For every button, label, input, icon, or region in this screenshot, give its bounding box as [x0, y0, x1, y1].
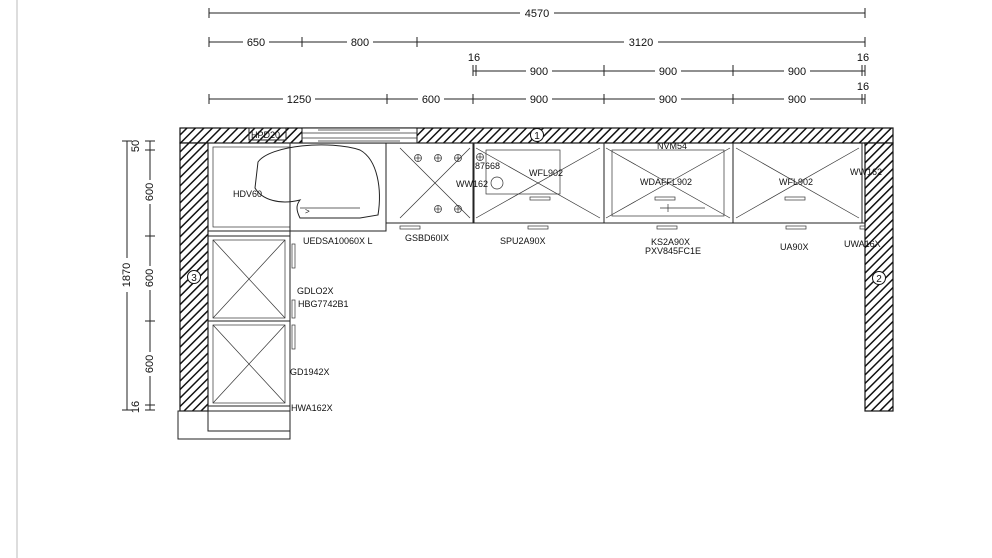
wall-marker-1: [530, 128, 544, 142]
corner-carousel-shape: [254, 144, 380, 219]
label-spu: SPU2A90X: [500, 236, 546, 246]
label-87668: 87668: [475, 161, 500, 171]
dim-total-width: 4570: [525, 8, 549, 20]
label-wfl902-left: WFL902: [529, 168, 563, 178]
label-hdv60: HDV60: [233, 189, 262, 199]
dim-1870: 1870: [121, 263, 133, 287]
label-hwa162x: HWA162X: [291, 403, 333, 413]
dim-900-c: 900: [788, 66, 806, 78]
dimension-row-2: 650 800 3120: [208, 35, 866, 49]
dimension-row-1: 4570: [208, 6, 866, 20]
walls: 1 2 3: [179, 127, 894, 412]
label-ww162-right: WW162: [850, 167, 882, 177]
corner-unit: >: [207, 127, 387, 232]
dim-16-left: 16: [468, 52, 480, 64]
label-hpd20: HPD20: [251, 130, 280, 140]
dim-3120: 3120: [629, 37, 653, 49]
label-hbg7742b1: HBG7742B1: [298, 299, 349, 309]
label-gsbd: GSBD60IX: [405, 233, 449, 243]
label-ww162-left: WW162: [456, 179, 488, 189]
label-gdlo2x: GDLO2X: [297, 286, 334, 296]
dim-16-row4: 16: [857, 81, 869, 93]
label-ua90x: UA90X: [780, 242, 809, 252]
unit-labels: HPD20 HDV60 UEDSA10060X L GSBD60IX SPU2A…: [233, 130, 882, 413]
dim-16-right: 16: [857, 52, 869, 64]
dim-v-16: 16: [130, 401, 142, 413]
wall-number-3: 3: [191, 273, 197, 284]
dim-600: 600: [422, 94, 440, 106]
label-pxv845fc1e: PXV845FC1E: [645, 246, 701, 256]
dim-v-600-b: 600: [144, 269, 156, 287]
label-wfl902-right: WFL902: [779, 177, 813, 187]
hob-unit: [385, 142, 865, 231]
dim-900-b: 900: [659, 66, 677, 78]
upper-cabinet-run: [399, 143, 866, 230]
label-gd1942x: GD1942X: [290, 367, 330, 377]
dim-900-a: 900: [530, 66, 548, 78]
dimension-row-4: 1250 600 900 900 900 16: [208, 81, 869, 106]
dim-v-600-a: 600: [144, 183, 156, 201]
wall-marker-3: [187, 270, 201, 284]
label-uedsa: UEDSA10060X L: [303, 236, 373, 246]
label-wdaffl902: WDAFFL902: [640, 177, 692, 187]
svg-text:>: >: [305, 207, 310, 216]
dim-1250: 1250: [287, 94, 311, 106]
dim-800: 800: [351, 37, 369, 49]
label-nvm54: NVM54: [657, 141, 687, 151]
dim-900-f: 900: [788, 94, 806, 106]
label-ks2a90x: KS2A90X: [651, 237, 690, 247]
label-uwa16x: UWA16X: [844, 239, 881, 249]
dim-650: 650: [247, 37, 265, 49]
dim-900-e: 900: [659, 94, 677, 106]
wall-number-2: 2: [876, 274, 882, 285]
hob-burners: [414, 154, 462, 213]
left-cabinet-run: [177, 142, 296, 440]
wall-marker-2: [872, 271, 886, 285]
dim-v-600-c: 600: [144, 355, 156, 373]
wall-number-1: 1: [534, 131, 540, 142]
dimension-row-3: 16 900 900 900 16: [468, 52, 869, 78]
vertical-dimensions: 1870 50 600 600 600 16: [119, 140, 156, 413]
dim-v-50: 50: [130, 140, 142, 152]
dim-900-d: 900: [530, 94, 548, 106]
